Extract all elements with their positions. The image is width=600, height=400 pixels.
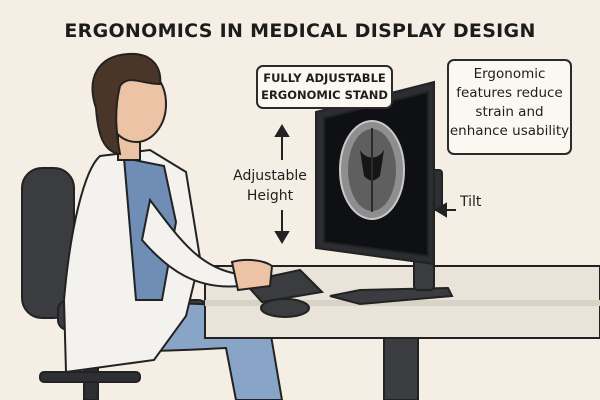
features-callout-line-2: features reduce [456, 85, 563, 101]
stand-callout-line-2: ERGONOMIC STAND [261, 88, 388, 102]
brain-scan-image [339, 120, 405, 220]
tilt-label: Tilt [460, 194, 482, 210]
height-label: Adjustable Height [228, 166, 312, 206]
features-callout: Ergonomic features reduce strain and enh… [447, 59, 572, 155]
features-callout-line-1: Ergonomic [473, 66, 546, 82]
height-label-line-1: Adjustable [233, 168, 307, 184]
doctor-head [91, 52, 167, 161]
doctor-body [62, 148, 274, 374]
tilt-arrow [434, 202, 456, 218]
stand-callout: FULLY ADJUSTABLE ERGONOMIC STAND [256, 65, 393, 109]
computer-mouse [260, 298, 310, 318]
features-callout-line-4: enhance usability [449, 123, 570, 139]
features-callout-line-3: strain and [475, 104, 544, 120]
stand-callout-line-1: FULLY ADJUSTABLE [263, 71, 386, 85]
height-arrow [274, 124, 290, 244]
height-label-line-2: Height [246, 188, 294, 204]
page-title: ERGONOMICS IN MEDICAL DISPLAY DESIGN [64, 20, 536, 42]
